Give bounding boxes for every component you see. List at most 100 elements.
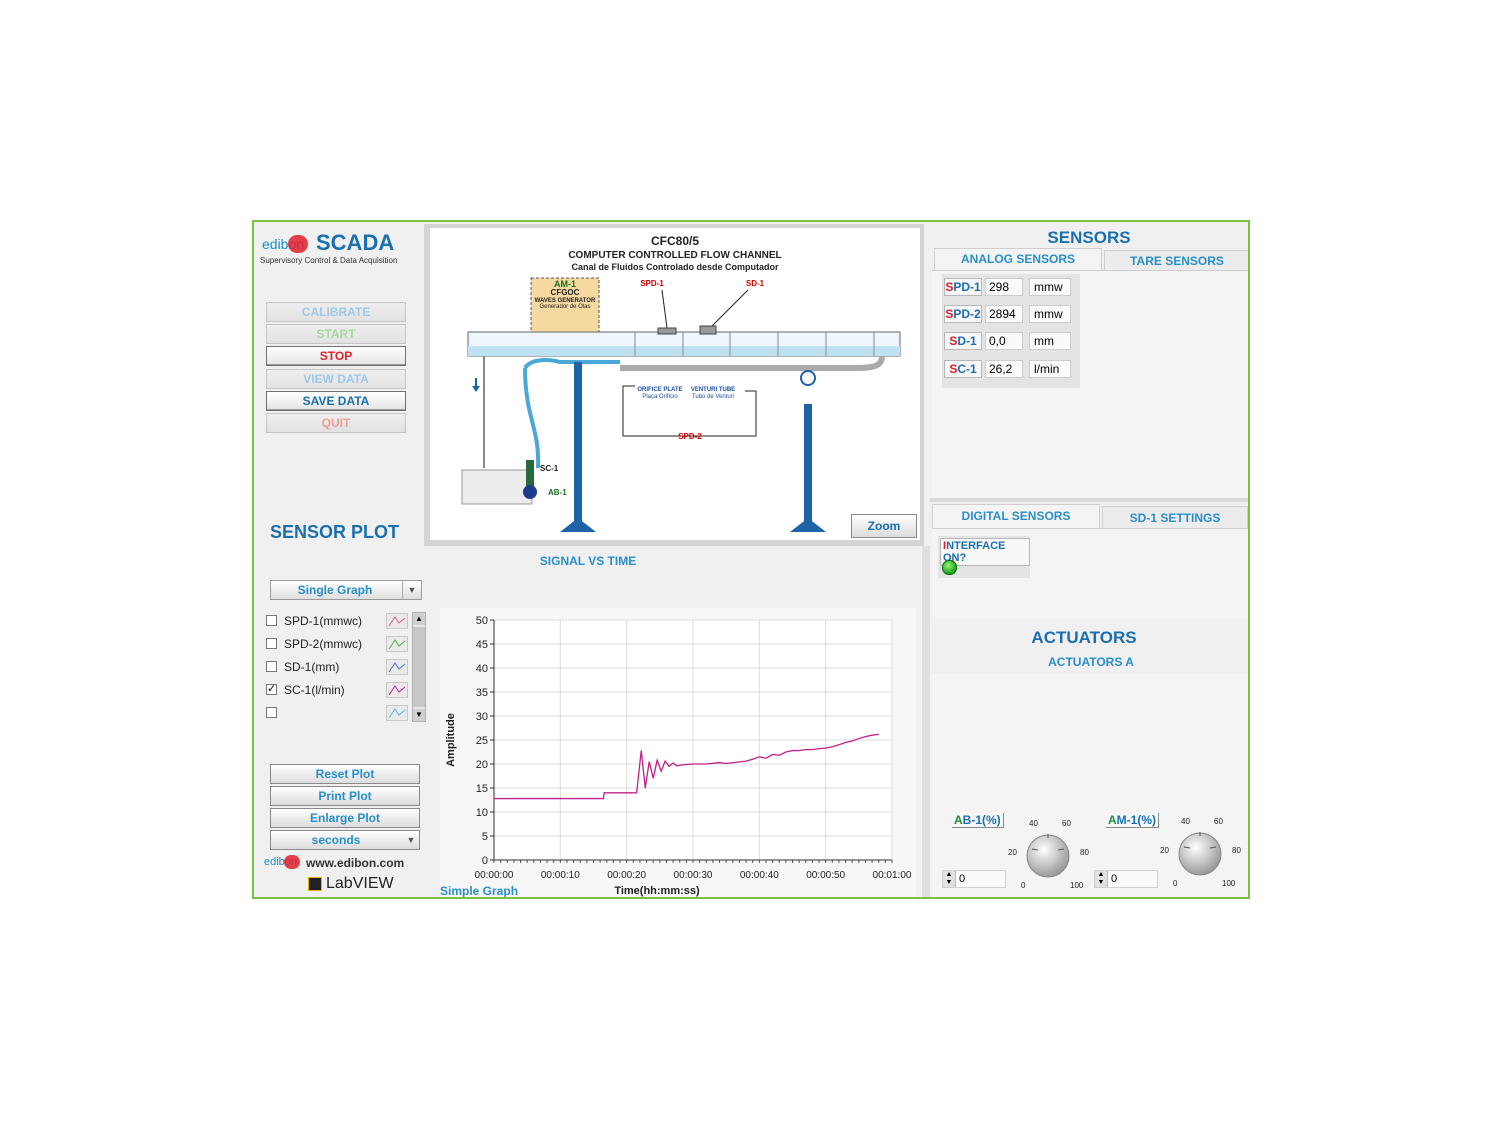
graph-mode-value: Single Graph — [297, 583, 373, 597]
y-tick-label: 35 — [476, 687, 488, 699]
save-data-button[interactable]: SAVE DATA — [266, 391, 406, 411]
y-tick-label: 15 — [476, 783, 488, 795]
website-link[interactable]: www.edibon.com — [306, 856, 405, 870]
scroll-down-icon[interactable]: ▼ — [413, 709, 425, 721]
water-tank — [461, 469, 533, 505]
waves-en-label: WAVES GENERATOR — [535, 298, 596, 304]
tab-tare-sensors[interactable]: TARE SENSORS — [1104, 250, 1248, 272]
panel-divider — [930, 498, 1248, 502]
am1-stepper-icon[interactable]: ▲▼ — [1095, 871, 1108, 887]
x-tick-label: 00:00:00 — [475, 870, 514, 881]
zoom-button[interactable]: Zoom — [851, 514, 917, 538]
tab-sd1-settings[interactable]: SD-1 SETTINGS — [1102, 506, 1248, 530]
ab1-stepper-icon[interactable]: ▲▼ — [943, 871, 956, 887]
svg-text:80: 80 — [1232, 846, 1241, 855]
y-axis-label: Amplitude — [445, 713, 457, 767]
am1-numeric-input[interactable]: ▲▼ 0 — [1094, 870, 1158, 888]
svg-text:40: 40 — [1181, 817, 1190, 826]
y-tick-label: 50 — [476, 615, 488, 627]
ab1-numeric-input[interactable]: ▲▼ 0 — [942, 870, 1006, 888]
y-tick-label: 10 — [476, 807, 488, 819]
enlarge-plot-button[interactable]: Enlarge Plot — [270, 808, 420, 828]
channel-label-sd1: SD-1(mm) — [284, 660, 340, 674]
scroll-up-icon[interactable]: ▲ — [413, 613, 425, 625]
cfgoc-label: CFGOC — [551, 288, 580, 297]
channel-color-spd1[interactable] — [386, 613, 408, 629]
chart-caption: Simple Graph — [440, 884, 519, 898]
units-chevron-down-icon[interactable]: ▼ — [406, 835, 416, 845]
quit-button[interactable]: QUIT — [266, 413, 406, 433]
y-tick-label: 20 — [476, 759, 488, 771]
channel-checkbox-sc1[interactable]: ✓ — [266, 683, 277, 695]
actuators-tab[interactable]: ACTUATORS A — [934, 652, 1248, 675]
svg-text:60: 60 — [1062, 819, 1071, 828]
svg-text:0: 0 — [1021, 881, 1026, 890]
channel-color-sd1[interactable] — [386, 659, 408, 675]
logo-dot-icon — [288, 235, 308, 253]
x-tick-label: 00:00:40 — [740, 870, 779, 881]
sensor-unit-sd1: mm — [1029, 332, 1071, 350]
calibrate-button[interactable]: CALIBRATE — [266, 302, 406, 322]
spd2-label: SPD-2 — [678, 432, 702, 441]
sensor-value-sc1: 26,2 — [985, 360, 1023, 378]
channel-scrollbar[interactable]: ▲ ▼ — [412, 612, 426, 722]
diagram-subtitle-en: COMPUTER CONTROLLED FLOW CHANNEL — [568, 250, 781, 261]
svg-text:80: 80 — [1080, 848, 1089, 857]
sensor-unit-spd2: mmw — [1029, 305, 1071, 323]
waves-es-label: Generador de Olas — [539, 304, 590, 310]
graph-mode-select[interactable]: Single Graph ▼ — [270, 580, 422, 600]
diagram-title: CFC80/5 — [651, 234, 699, 248]
channel-checkbox-sd1[interactable] — [266, 661, 277, 672]
svg-text:60: 60 — [1214, 817, 1223, 826]
sensor-value-spd2: 2894 — [985, 305, 1023, 323]
view-data-button[interactable]: VIEW DATA — [266, 369, 406, 389]
sensor-row-spd2: SPD-2 2894 mmw — [942, 305, 1080, 325]
sensor-name-sd1: SD-1 — [944, 332, 982, 350]
chevron-down-icon[interactable]: ▼ — [402, 581, 421, 599]
labview-logo: LabVIEW — [308, 874, 408, 896]
channel-label-sc1: SC-1(l/min) — [284, 683, 345, 697]
sensor-value-sd1: 0,0 — [985, 332, 1023, 350]
sensor-name-spd1: SPD-1 — [944, 278, 982, 296]
labview-icon — [308, 877, 322, 891]
channel-water — [468, 346, 900, 356]
stop-button[interactable]: STOP — [266, 346, 406, 366]
support-left — [574, 362, 582, 522]
am1-label: AM-1(%) — [1106, 813, 1159, 828]
channel-checkbox-spd2[interactable] — [266, 638, 277, 649]
diagram-panel: CFC80/5 COMPUTER CONTROLLED FLOW CHANNEL… — [430, 228, 920, 540]
y-tick-label: 30 — [476, 711, 488, 723]
sensor-unit-spd1: mmw — [1029, 278, 1071, 296]
y-tick-label: 45 — [476, 639, 488, 651]
channel-color-spd2[interactable] — [386, 636, 408, 652]
sensor-row-sc1: SC-1 26,2 l/min — [942, 360, 1080, 380]
footer-logo-dot-icon — [284, 855, 300, 869]
svg-text:20: 20 — [1008, 848, 1017, 857]
channel-color-sc1[interactable] — [386, 682, 408, 698]
interface-indicator-box: INTERFACE ON? — [938, 536, 1030, 578]
edibon-logo: edibon SCADA Supervisory Control & Data … — [260, 230, 420, 270]
time-units-select[interactable]: seconds ▼ — [270, 830, 420, 850]
tab-digital-sensors[interactable]: DIGITAL SENSORS — [932, 504, 1100, 528]
analog-sensor-table: SPD-1 298 mmw SPD-2 2894 mmw SD-1 0,0 mm… — [942, 274, 1080, 388]
scada-window: edibon SCADA Supervisory Control & Data … — [252, 220, 1250, 899]
channel-list: SPD-1(mmwc) SPD-2(mmwc) SD-1(mm) ✓ SC-1(… — [254, 608, 430, 724]
channel-checkbox-empty[interactable] — [266, 707, 277, 718]
app-title: SCADA — [316, 230, 395, 255]
channel-color-empty[interactable] — [386, 705, 408, 721]
start-button[interactable]: START — [266, 324, 406, 344]
sensor-unit-sc1: l/min — [1029, 360, 1071, 378]
svg-text:40: 40 — [1029, 819, 1038, 828]
footer-edibon: edibon www.edibon.com — [262, 854, 422, 874]
ab1-knob[interactable]: 0 20 40 60 80 100 — [1004, 812, 1094, 894]
channel-checkbox-spd1[interactable] — [266, 615, 277, 626]
scroll-thumb[interactable] — [413, 627, 425, 707]
y-tick-label: 0 — [482, 855, 488, 867]
app-subtitle: Supervisory Control & Data Acquisition — [260, 256, 398, 265]
print-plot-button[interactable]: Print Plot — [270, 786, 420, 806]
tab-analog-sensors[interactable]: ANALOG SENSORS — [934, 248, 1102, 270]
sensor-plot-title: SENSOR PLOT — [270, 522, 400, 542]
am1-knob[interactable]: 0 20 40 60 80 100 — [1156, 810, 1246, 892]
reset-plot-button[interactable]: Reset Plot — [270, 764, 420, 784]
